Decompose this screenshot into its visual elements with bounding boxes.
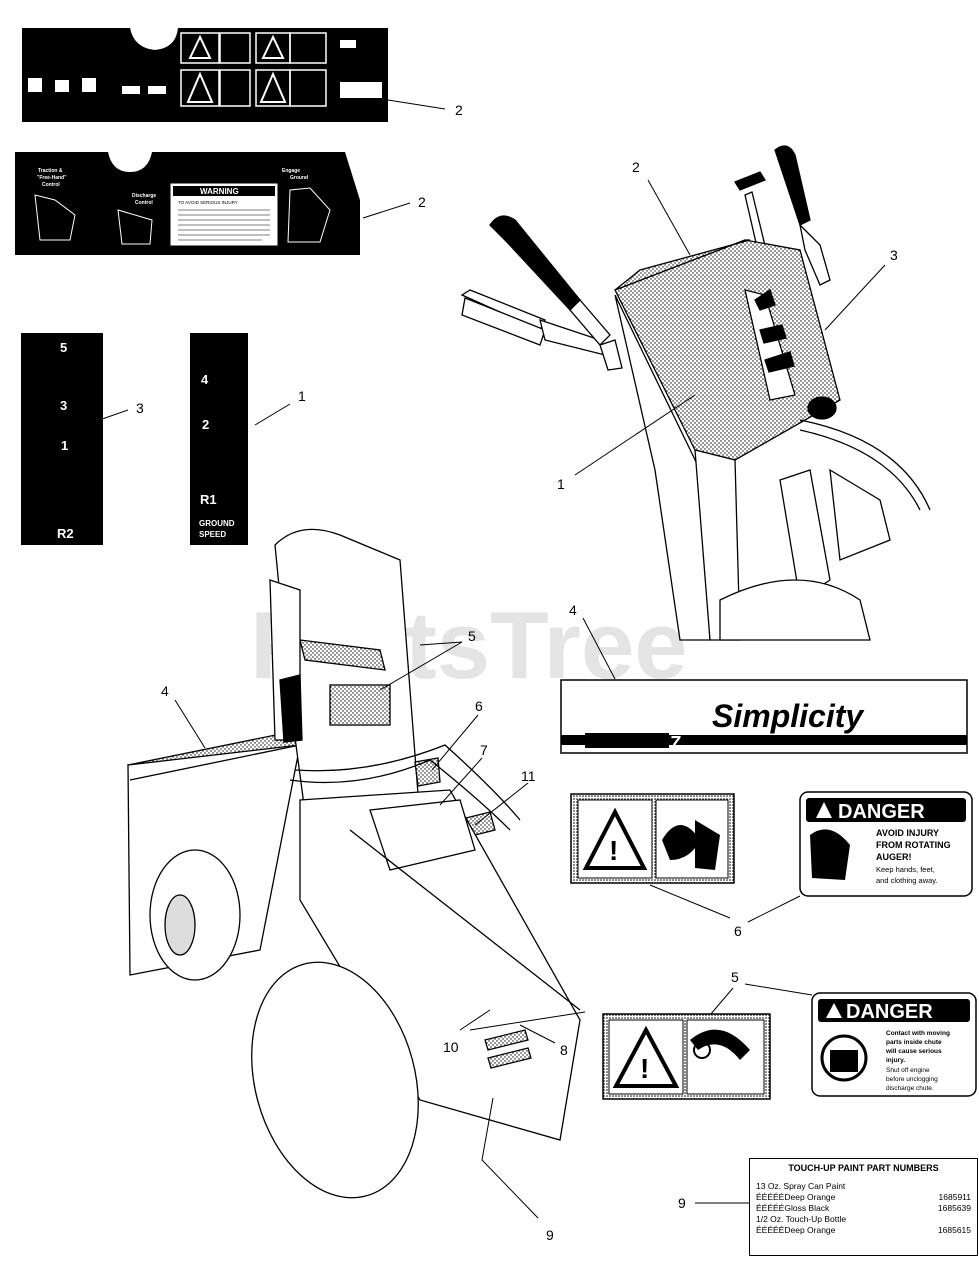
svg-text:!: ! <box>609 835 618 866</box>
danger-chute-line1: Contact with moving <box>886 1030 950 1037</box>
engage-label: Engage <box>282 168 300 174</box>
danger-chute-header: DANGER <box>846 1001 933 1023</box>
callout-6-decals: 6 <box>734 923 742 939</box>
callout-9-box: 9 <box>678 1195 686 1211</box>
callout-8-body: 8 <box>560 1042 568 1058</box>
model-number: 7 <box>670 733 681 753</box>
speed-2: 2 <box>202 417 209 432</box>
danger-chute-line5: Shut off engine <box>886 1067 930 1074</box>
speed-decal-right: 4 2 R1 GROUND SPEED <box>190 333 248 545</box>
callout-6-body: 6 <box>475 698 483 714</box>
paint-row-label: 1/2 Oz. Touch-Up Bottle <box>756 1214 847 1224</box>
paint-row-part: 1685639 <box>937 1203 971 1213</box>
speed-r1: R1 <box>200 492 217 507</box>
brand-name: Simplicity <box>712 698 865 734</box>
paint-row: ÉÉÉÉÉDeep Orange 1685911 <box>756 1192 971 1203</box>
callout-7-body: 7 <box>480 742 488 758</box>
callout-2-machine: 2 <box>632 159 640 175</box>
ground-label: GROUND <box>199 519 235 528</box>
speed-5: 5 <box>60 340 67 355</box>
danger-chute-line4: injury. <box>886 1057 905 1064</box>
danger-auger-header: DANGER <box>838 801 925 823</box>
paint-table-title: TOUCH-UP PAINT PART NUMBERS <box>788 1163 939 1173</box>
callout-3-left: 3 <box>136 400 144 416</box>
danger-auger-line5: and clothing away. <box>876 876 938 885</box>
paint-row-part: 1685615 <box>937 1225 971 1235</box>
control-decal: WARNING TO AVOID SERIOUS INJURY Traction… <box>15 152 360 255</box>
danger-auger-decal: DANGER AVOID INJURY FROM ROTATING AUGER!… <box>799 791 973 897</box>
callout-1-left: 1 <box>298 388 306 404</box>
paint-row-label: ÉÉÉÉÉDeep Orange <box>756 1192 836 1202</box>
control-label: Control <box>42 182 60 188</box>
callout-2-top: 2 <box>455 102 463 118</box>
danger-chute-decal: DANGER Contact with moving parts inside … <box>811 992 977 1097</box>
callout-5-body: 5 <box>468 628 476 644</box>
paint-row: 1/2 Oz. Touch-Up Bottle <box>756 1214 971 1225</box>
paint-row-label: ÉÉÉÉÉDeep Orange <box>756 1225 836 1235</box>
avoid-label: TO AVOID SERIOUS INJURY <box>178 200 238 205</box>
callout-11-body: 11 <box>521 768 536 784</box>
danger-auger-line3: AUGER! <box>876 852 912 862</box>
auger-pictograph-decal: ! <box>570 793 735 884</box>
discharge-label: Discharge <box>132 193 156 199</box>
paint-row: 13 Oz. Spray Can Paint <box>756 1181 971 1192</box>
paint-row-label: ÉÉÉÉÉGloss Black <box>756 1203 830 1213</box>
callout-5-decals: 5 <box>731 969 739 985</box>
callout-9-body: 9 <box>546 1227 554 1243</box>
ground-label: Ground <box>290 175 308 181</box>
danger-chute-line6: before unclogging <box>886 1076 938 1083</box>
callout-10-body: 10 <box>443 1039 459 1055</box>
danger-auger-line2: FROM ROTATING <box>876 840 951 850</box>
speed-decal-left: 5 3 1 R2 <box>21 333 103 545</box>
danger-auger-line4: Keep hands, feet, <box>876 865 935 874</box>
icon-decal-top <box>22 28 388 122</box>
speed-r2: R2 <box>57 526 74 541</box>
danger-auger-line1: AVOID INJURY <box>876 828 939 838</box>
danger-chute-line3: will cause serious <box>885 1048 942 1055</box>
brand-decal: Simplicity 7 <box>560 679 968 754</box>
paint-row: ÉÉÉÉÉDeep Orange 1685615 <box>756 1225 971 1236</box>
snowblower-body-drawing <box>127 528 581 1199</box>
handle-panel-drawing <box>460 145 931 641</box>
danger-chute-line2: parts inside chute <box>886 1039 942 1046</box>
danger-chute-line7: discharge chute. <box>886 1085 934 1092</box>
paint-row-label: 13 Oz. Spray Can Paint <box>756 1181 846 1191</box>
warning-label: WARNING <box>200 187 239 196</box>
speed-1: 1 <box>61 438 68 453</box>
discharge-control-label: Control <box>135 200 153 206</box>
callout-1-machine: 1 <box>557 476 565 492</box>
callout-3-machine: 3 <box>890 247 898 263</box>
callout-4-body: 4 <box>161 683 169 699</box>
chute-pictograph-decal: ! <box>602 1013 771 1100</box>
touch-up-paint-table: TOUCH-UP PAINT PART NUMBERS 13 Oz. Spray… <box>749 1158 978 1256</box>
free-hand-label: "Free-Hand" <box>37 175 67 181</box>
callout-2-second: 2 <box>418 194 426 210</box>
svg-text:!: ! <box>640 1053 649 1084</box>
callout-4-right: 4 <box>569 602 577 618</box>
paint-row-part: 1685911 <box>938 1192 971 1202</box>
paint-row: ÉÉÉÉÉGloss Black 1685639 <box>756 1203 971 1214</box>
speed-label: SPEED <box>199 530 226 539</box>
speed-4: 4 <box>201 372 209 387</box>
traction-label: Traction & <box>38 168 63 174</box>
speed-3: 3 <box>60 398 67 413</box>
